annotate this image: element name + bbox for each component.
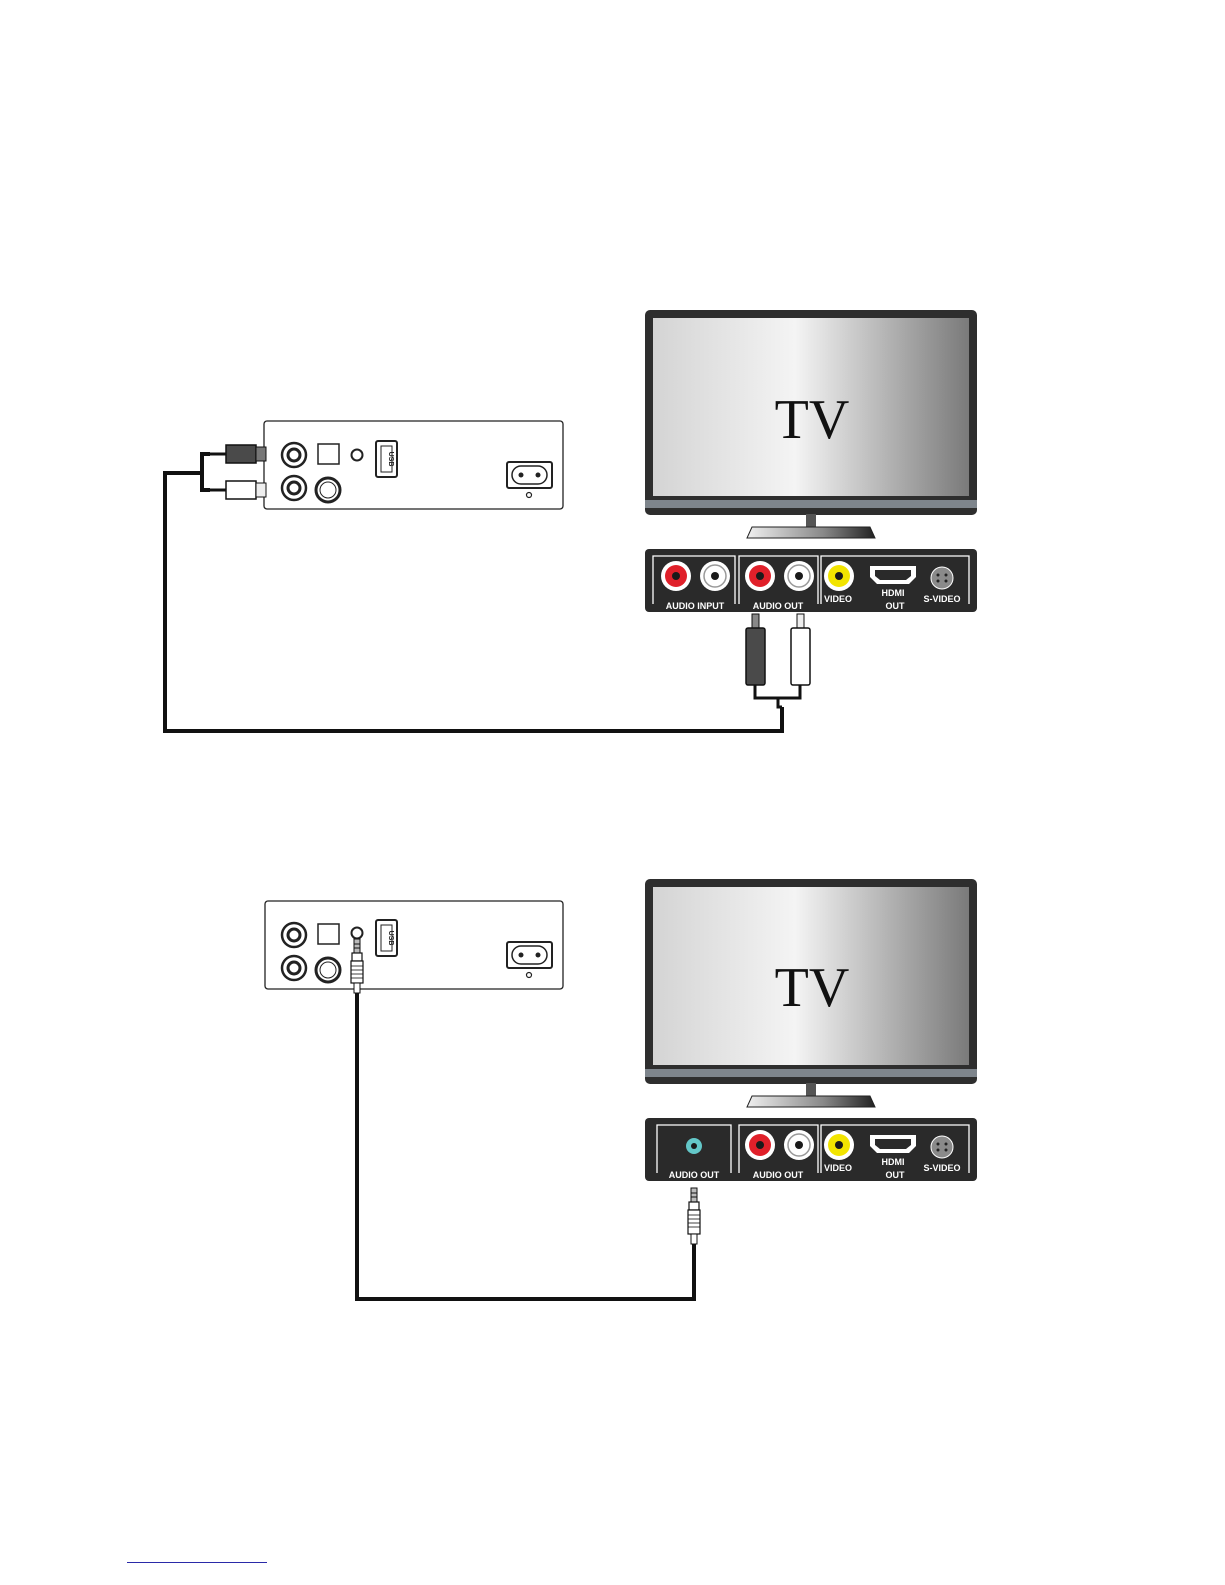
player-rca-jack-bottom [282,956,306,980]
label-out: OUT [886,601,906,611]
label-audio-out: AUDIO OUT [753,601,804,611]
player-rca-jack-bottom [282,476,306,500]
usb-port: USB [376,441,397,477]
scenario-top: USB [165,310,977,731]
label-audio-input: AUDIO INPUT [666,601,725,611]
player-rca-jack-top [282,443,306,467]
label-out: OUT [886,1170,906,1180]
audio-input-white-jack [700,561,730,591]
tv-top: TV [645,310,977,538]
tv-label: TV [775,389,850,451]
s-video-port-icon [931,567,953,589]
label-hdmi: HDMI [882,1157,905,1167]
video-yellow-jack [824,561,854,591]
label-video: VIDEO [824,594,852,604]
rca-plug-black-left [210,445,266,463]
audio-out-red-jack [745,561,775,591]
rca-plug-white-right [791,614,810,685]
label-video: VIDEO [824,1163,852,1173]
tv-connector-panel-bottom: AUDIO OUT AUDIO OUT VIDEO HDMI S-VIDEO O… [645,1118,977,1181]
optical-port [318,924,339,944]
label-s-video: S-VIDEO [923,594,960,604]
label-s-video: S-VIDEO [923,1163,960,1173]
hdmi-port-icon [870,566,916,584]
usb-label: USB [387,931,394,946]
audio-input-red-jack [661,561,691,591]
tv-stand [747,1083,875,1107]
coaxial-port [316,958,340,982]
tv-label: TV [775,957,850,1019]
usb-port: USB [376,920,397,956]
headphone-jack [352,450,363,461]
player-rear-panel: USB [264,421,563,509]
s-video-port-icon [931,1136,953,1158]
audio-cable-bottom [357,993,694,1299]
audio-out-red-jack [745,1130,775,1160]
rca-plug-black-right [746,614,765,685]
tv-stand [747,514,875,538]
coaxial-port [316,478,340,502]
mini-jack-plug-right [688,1188,700,1244]
video-yellow-jack [824,1130,854,1160]
scenario-bottom: USB [265,879,977,1299]
player-rca-jack-top [282,923,306,947]
label-audio-out: AUDIO OUT [753,1170,804,1180]
tv-bottom: TV [645,879,977,1107]
label-audio-out-mini: AUDIO OUT [669,1170,720,1180]
tv-connector-panel-top: AUDIO INPUT AUDIO OUT VIDEO HDMI S-VIDEO… [645,549,977,612]
audio-out-cyan-jack [686,1138,702,1154]
headphone-jack [352,928,363,939]
hdmi-port-icon [870,1135,916,1153]
rca-plug-white-left [210,481,266,499]
audio-out-white-jack [784,1130,814,1160]
optical-port [318,444,339,464]
label-hdmi: HDMI [882,588,905,598]
usb-label: USB [387,452,394,467]
audio-out-white-jack [784,561,814,591]
player-rear-panel: USB [265,901,563,989]
footnote-rule [127,1562,267,1563]
